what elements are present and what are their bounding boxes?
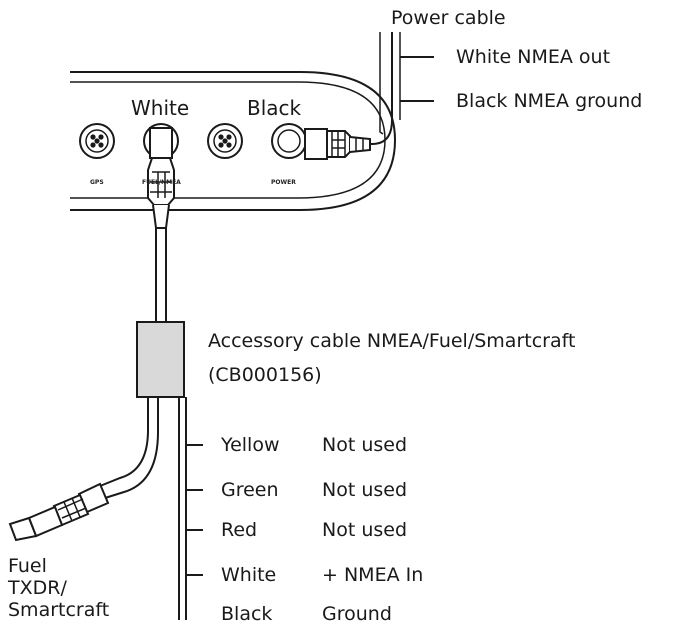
fuel-cable [99,397,149,487]
accessory-plug [147,127,175,229]
power-cable [305,32,393,145]
connector-label-black: Black [247,96,302,120]
power-cable-title: Power cable [391,7,506,29]
connector-label-white: White [131,96,190,120]
port-gps [79,123,115,159]
fuel-plug [8,482,110,542]
wire-color-red: Red [221,519,258,541]
wire-use-yellow: Not used [322,434,408,456]
port-label-fuel: FUEL/NMEA [142,179,181,186]
accessory-cable-part-number: (CB000156) [208,364,322,386]
wire-use-green: Not used [322,479,408,501]
port-label-power: POWER [271,179,296,186]
fuel-connector-line-3: Smartcraft [8,599,110,621]
wire-color-white: White [221,564,277,586]
wire-color-yellow: Yellow [221,434,280,456]
wire-use-black: Ground [322,603,392,625]
wire-use-white: + NMEA In [322,564,424,586]
power-plug [304,128,371,160]
wire-use-red: Not used [322,519,408,541]
port-label-gps: GPS [90,179,104,186]
accessory-cable-title: Accessory cable NMEA/Fuel/Smartcraft [208,330,576,352]
port-power [271,123,307,159]
accessory-cable [155,228,167,322]
splitter-box [136,321,185,398]
wire-color-black: Black [221,603,273,625]
fuel-connector-line-2: TXDR/ [8,577,67,599]
port-third [207,123,243,159]
power-cable-wire-white: White NMEA out [456,46,611,68]
power-cable-wire-black: Black NMEA ground [456,90,643,112]
fuel-connector-line-1: Fuel [8,555,47,577]
unit-housing [70,71,397,211]
wire-color-green: Green [221,479,279,501]
